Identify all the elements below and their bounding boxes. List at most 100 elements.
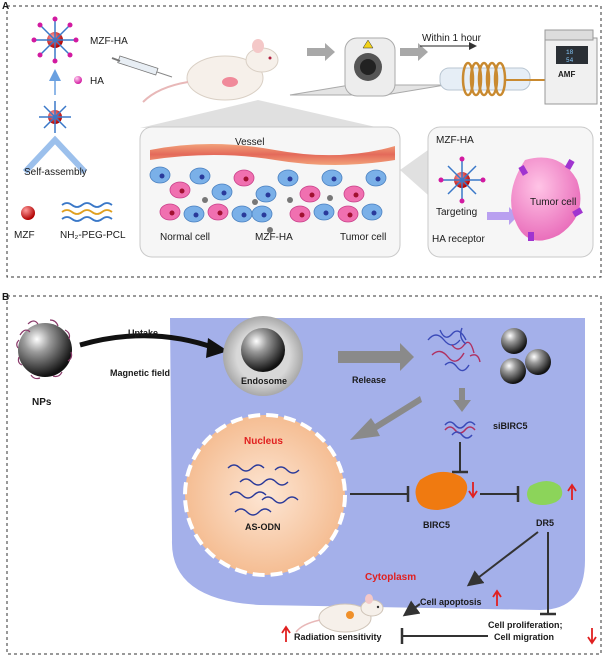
apoptosis-up-arrow-icon	[492, 589, 502, 606]
vessel-label: Vessel	[235, 137, 264, 148]
cell-nucleus-icon	[241, 212, 247, 218]
amf-display-top: 18	[566, 49, 574, 56]
released-sphere-2	[525, 349, 551, 375]
cytoplasm-label: Cytoplasm	[365, 572, 416, 583]
ha-receptor-icon	[518, 159, 583, 241]
cell-nucleus-icon	[331, 176, 337, 182]
vessel-tube	[150, 144, 395, 165]
cell-nucleus-icon	[199, 174, 205, 180]
panel-b-letter: B	[2, 292, 9, 303]
radiation-up-arrow-icon	[281, 625, 291, 642]
as-odn-label: AS-ODN	[245, 522, 281, 532]
np-sphere-icon	[16, 319, 73, 380]
cell-nucleus-icon	[243, 176, 249, 182]
mri-scanner-icon	[289, 37, 446, 97]
release-label: Release	[352, 375, 386, 385]
polymer-chain-icon	[61, 202, 113, 222]
panel-a-letter: A	[2, 1, 9, 12]
cell-nucleus-icon	[221, 190, 227, 196]
mzf-ha-nanoparticle-icon	[31, 16, 79, 64]
cell-nucleus-icon	[159, 173, 165, 179]
cell-field	[149, 166, 387, 233]
proliferation-down-arrow-icon	[587, 628, 597, 645]
dr5-apoptosis-arrow	[466, 531, 539, 587]
tumor-cell-target-label: Tumor cell	[530, 197, 576, 208]
cell-nucleus-icon	[179, 188, 185, 194]
uptake-arrowhead	[206, 338, 228, 358]
mzf-ha-label: MZF-HA	[90, 36, 128, 47]
amf-label: AMF	[558, 70, 575, 79]
small-mouse-icon	[295, 594, 384, 633]
cell-nucleus-icon	[265, 192, 271, 198]
nucleus-arrow	[350, 396, 422, 440]
cell-proliferation-label: Cell proliferation;	[488, 620, 563, 630]
released-strands-icon	[427, 327, 481, 372]
cell-nucleus-icon	[347, 212, 353, 218]
as-odn-icon	[227, 464, 300, 516]
mzf-core-icon	[21, 206, 35, 220]
tumor-cell-label: Tumor cell	[340, 232, 386, 243]
tumor-cell-icon	[511, 157, 581, 241]
target-nanoparticle-icon	[438, 156, 486, 204]
cell-nucleus-icon	[375, 176, 381, 182]
process-arrow-1	[307, 43, 335, 61]
callout-wedge	[140, 100, 380, 128]
cell-nucleus-icon	[299, 212, 305, 218]
dr5-icon	[527, 481, 563, 505]
cell-nucleus-icon	[217, 210, 223, 216]
amf-display-bottom: 54	[566, 57, 574, 64]
amf-coil-icon	[439, 61, 545, 97]
nucleus-label: Nucleus	[244, 436, 283, 447]
cell-nucleus-icon	[371, 210, 377, 216]
nps-label: NPs	[32, 397, 52, 408]
sibirc5-arrow	[453, 388, 471, 412]
mzf-ha-particle-icon	[202, 197, 208, 203]
release-arrow	[338, 343, 414, 371]
within-hour-label: Within 1 hour	[422, 33, 482, 44]
mouse-icon	[142, 39, 279, 103]
radiation-sensitivity-label: Radiation sensitivity	[294, 632, 382, 642]
process-arrow-2	[400, 43, 428, 61]
panel-a-frame	[6, 5, 602, 278]
cell-nucleus-icon	[169, 210, 175, 216]
mzf-ha-particle-icon	[287, 197, 293, 203]
cell-nucleus-icon	[287, 176, 293, 182]
endosome-np-icon	[241, 328, 285, 372]
uptake-label: Uptake	[128, 328, 158, 338]
ha-label: HA	[90, 76, 104, 87]
sibirc5-icon	[444, 421, 476, 439]
panel-b-frame	[6, 295, 602, 655]
cell-nucleus-icon	[193, 212, 199, 218]
apoptosis-mouse-arrow	[402, 600, 421, 617]
mzf-nanoparticle-icon	[39, 101, 71, 133]
ha-molecule-icon	[74, 76, 82, 84]
normal-cell-label: Normal cell	[160, 232, 210, 243]
cell-nucleus-icon	[261, 212, 267, 218]
mzf-label: MZF	[14, 230, 35, 241]
amf-machine-icon: 18 54	[544, 29, 598, 105]
mzf-ha-particle-icon	[327, 195, 333, 201]
released-sphere-3	[500, 358, 526, 384]
cell-apoptosis-label: Cell apoptosis	[420, 597, 482, 607]
mzf-ha-target-label: MZF-HA	[436, 135, 474, 146]
magnetic-field-label: Magnetic field	[110, 368, 170, 378]
cell-nucleus-icon	[323, 210, 329, 216]
mzf-ha-inset-label: MZF-HA	[255, 232, 293, 243]
birc5-label: BIRC5	[423, 520, 450, 530]
self-assembly-label: Self-assembly	[24, 167, 87, 178]
cell-nucleus-icon	[353, 192, 359, 198]
cell-migration-label: Cell migration	[494, 632, 554, 642]
ha-receptor-label: HA receptor	[432, 234, 485, 245]
birc5-icon	[415, 471, 468, 510]
uptake-arrow	[79, 333, 216, 351]
mzf-ha-particle-icon	[252, 199, 258, 205]
cell-nucleus-icon	[309, 192, 315, 198]
callout-wedge-2	[400, 150, 428, 195]
targeting-label: Targeting	[436, 207, 477, 218]
dr5-label: DR5	[536, 518, 554, 528]
targeting-arrow	[487, 207, 518, 225]
syringe-icon	[111, 55, 173, 78]
endosome-label: Endosome	[241, 376, 287, 386]
polymer-label: NH₂-PEG-PCL	[60, 230, 126, 241]
